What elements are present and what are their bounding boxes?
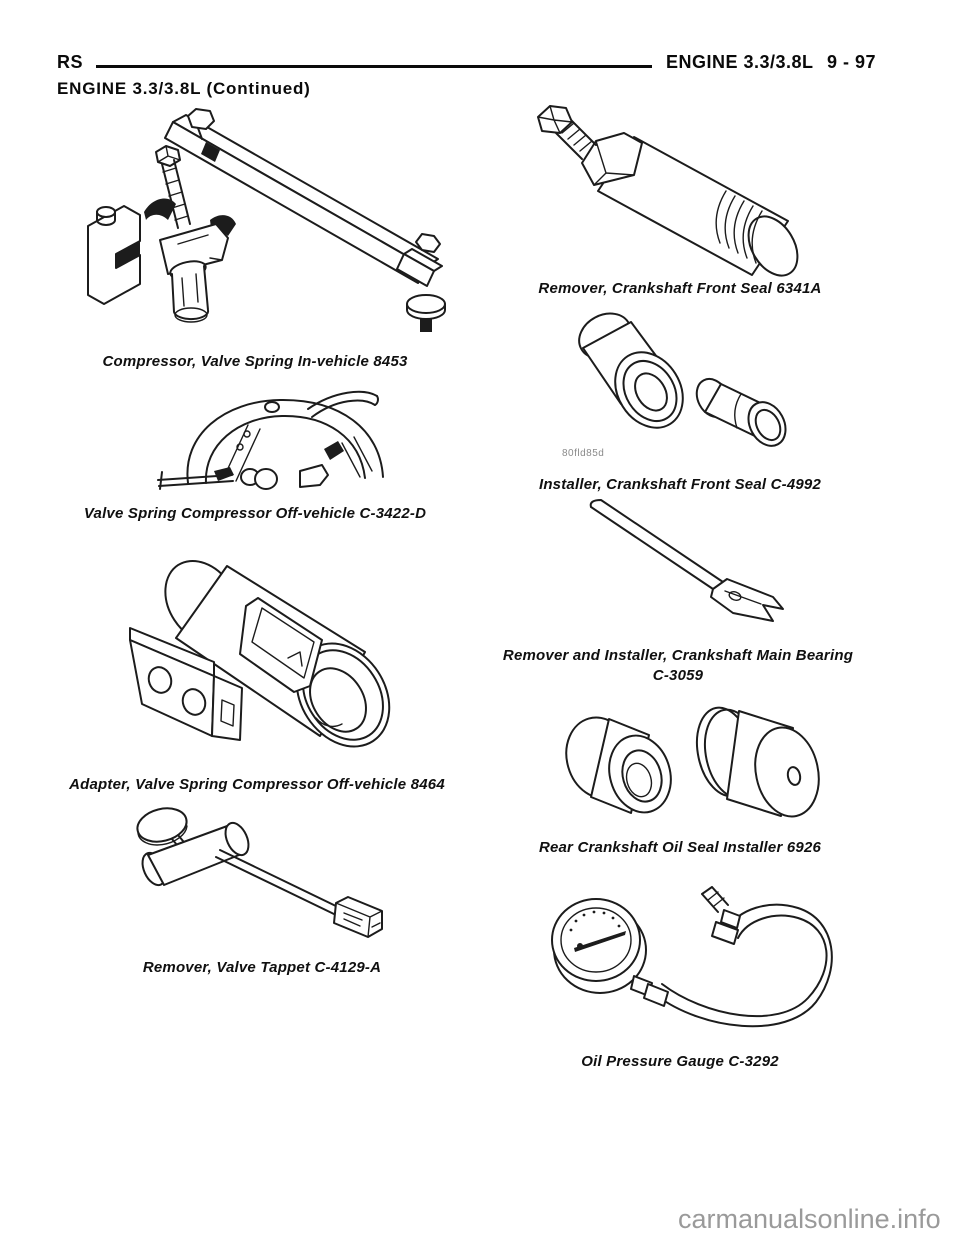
continued-heading: ENGINE 3.3/3.8L (Continued) [57,79,311,98]
tool-caption: Remover and Installer, Crankshaft Main B… [478,646,878,686]
crankshaft-main-bearing-tool-illustration [589,499,784,622]
valve-spring-compressor-in-vehicle-illustration [87,108,446,332]
header-section-title: ENGINE 3.3/3.8L [666,52,814,72]
tool-caption-line2: C-3059 [652,667,704,684]
valve-spring-compressor-off-vehicle-illustration [157,390,384,490]
crankshaft-front-seal-remover-illustration [537,105,799,277]
tool-caption: Adapter, Valve Spring Compressor Off-veh… [69,776,445,793]
tool-caption: Installer, Crankshaft Front Seal C-4992 [538,476,822,493]
header-page-number: 9 - 97 [827,52,877,72]
rear-crankshaft-oil-seal-installer-illustration [565,706,820,818]
tool-caption: Remover, Valve Tappet C-4129-A [142,959,382,976]
tool-caption: Oil Pressure Gauge C-3292 [581,1053,779,1070]
header-model-code: RS [57,52,84,72]
tool-caption: Valve Spring Compressor Off-vehicle C-34… [83,505,427,522]
valve-tappet-remover-illustration [136,807,383,938]
tool-caption: Compressor, Valve Spring In-vehicle 8453 [102,353,408,370]
crankshaft-front-seal-installer-illustration [578,312,787,447]
tool-caption: Rear Crankshaft Oil Seal Installer 6926 [538,839,822,856]
watermark-link[interactable]: carmanualsonline.info [678,1204,941,1234]
figure-code: 80fld85d [562,448,605,459]
oil-pressure-gauge-illustration [551,886,833,1028]
valve-spring-compressor-adapter-illustration [129,559,391,748]
header-rule [96,65,652,68]
tool-caption: Remover, Crankshaft Front Seal 6341A [538,280,822,297]
tool-caption-line1: Remover and Installer, Crankshaft Main B… [502,647,854,664]
